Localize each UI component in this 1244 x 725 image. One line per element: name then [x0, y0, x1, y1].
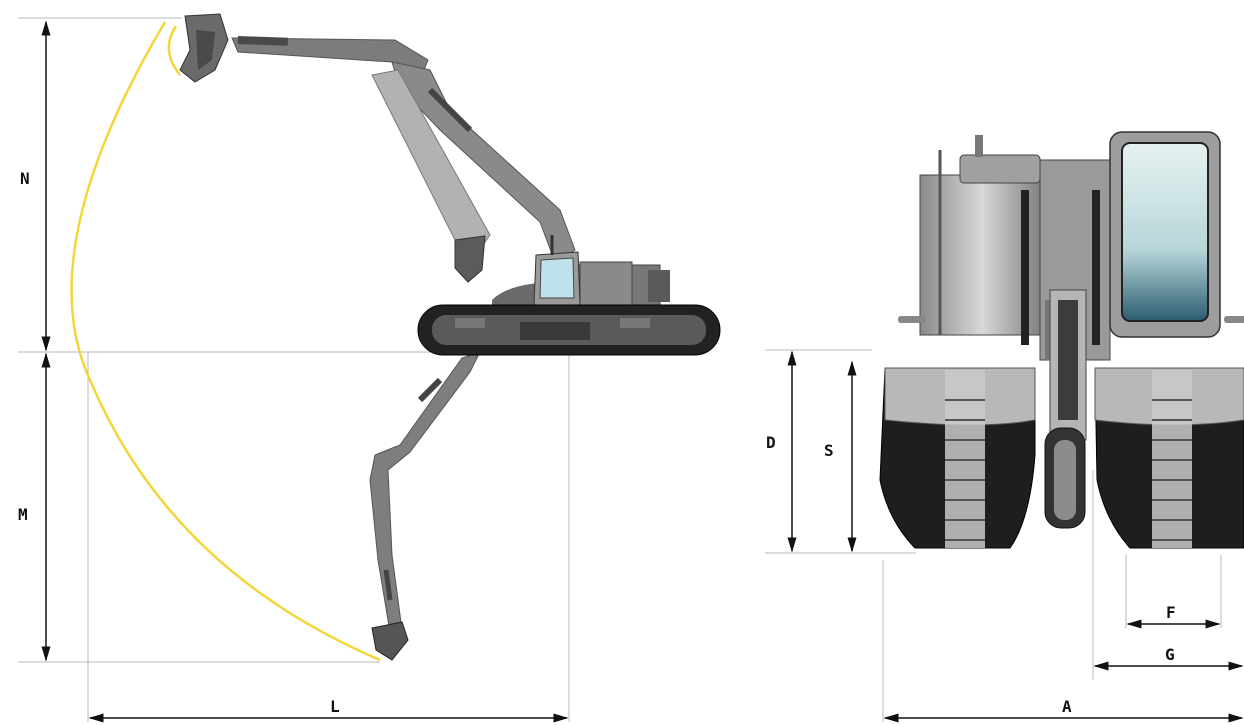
label-A: A: [1062, 697, 1072, 716]
dimension-F: F: [1126, 603, 1221, 629]
dimension-N: N: [20, 20, 51, 352]
dimension-D: D: [766, 350, 797, 553]
guide-lines-side: [18, 17, 570, 722]
dimension-L: L: [88, 697, 569, 723]
label-N: N: [20, 169, 30, 188]
lower-arm: [369, 351, 481, 661]
side-track: [417, 304, 721, 356]
label-M: M: [18, 505, 28, 524]
front-cab: [1109, 131, 1221, 338]
dimension-M: M: [18, 352, 51, 662]
dimension-S: S: [824, 360, 857, 553]
front-track-left: [879, 367, 1036, 549]
middle-bucket: [454, 235, 486, 283]
label-S: S: [824, 441, 834, 460]
raised-boom: [179, 13, 576, 263]
bucket-swing-arc: [167, 25, 181, 76]
lower-bucket: [371, 621, 409, 661]
front-boom: [1044, 289, 1087, 529]
label-D: D: [766, 433, 776, 452]
side-view: N M L: [18, 13, 721, 723]
reach-arc: [70, 21, 381, 662]
label-F: F: [1166, 603, 1176, 622]
label-G: G: [1165, 645, 1175, 664]
side-cab: [533, 251, 581, 306]
front-track-right: [1094, 367, 1244, 549]
front-view: D S F G A: [765, 131, 1244, 723]
side-upper-structure: [492, 235, 670, 311]
middle-arm: [371, 69, 491, 283]
dimension-A: A: [883, 697, 1244, 723]
label-L: L: [330, 697, 340, 716]
guide-lines-front: [765, 349, 1222, 722]
dimension-G: G: [1093, 645, 1244, 671]
